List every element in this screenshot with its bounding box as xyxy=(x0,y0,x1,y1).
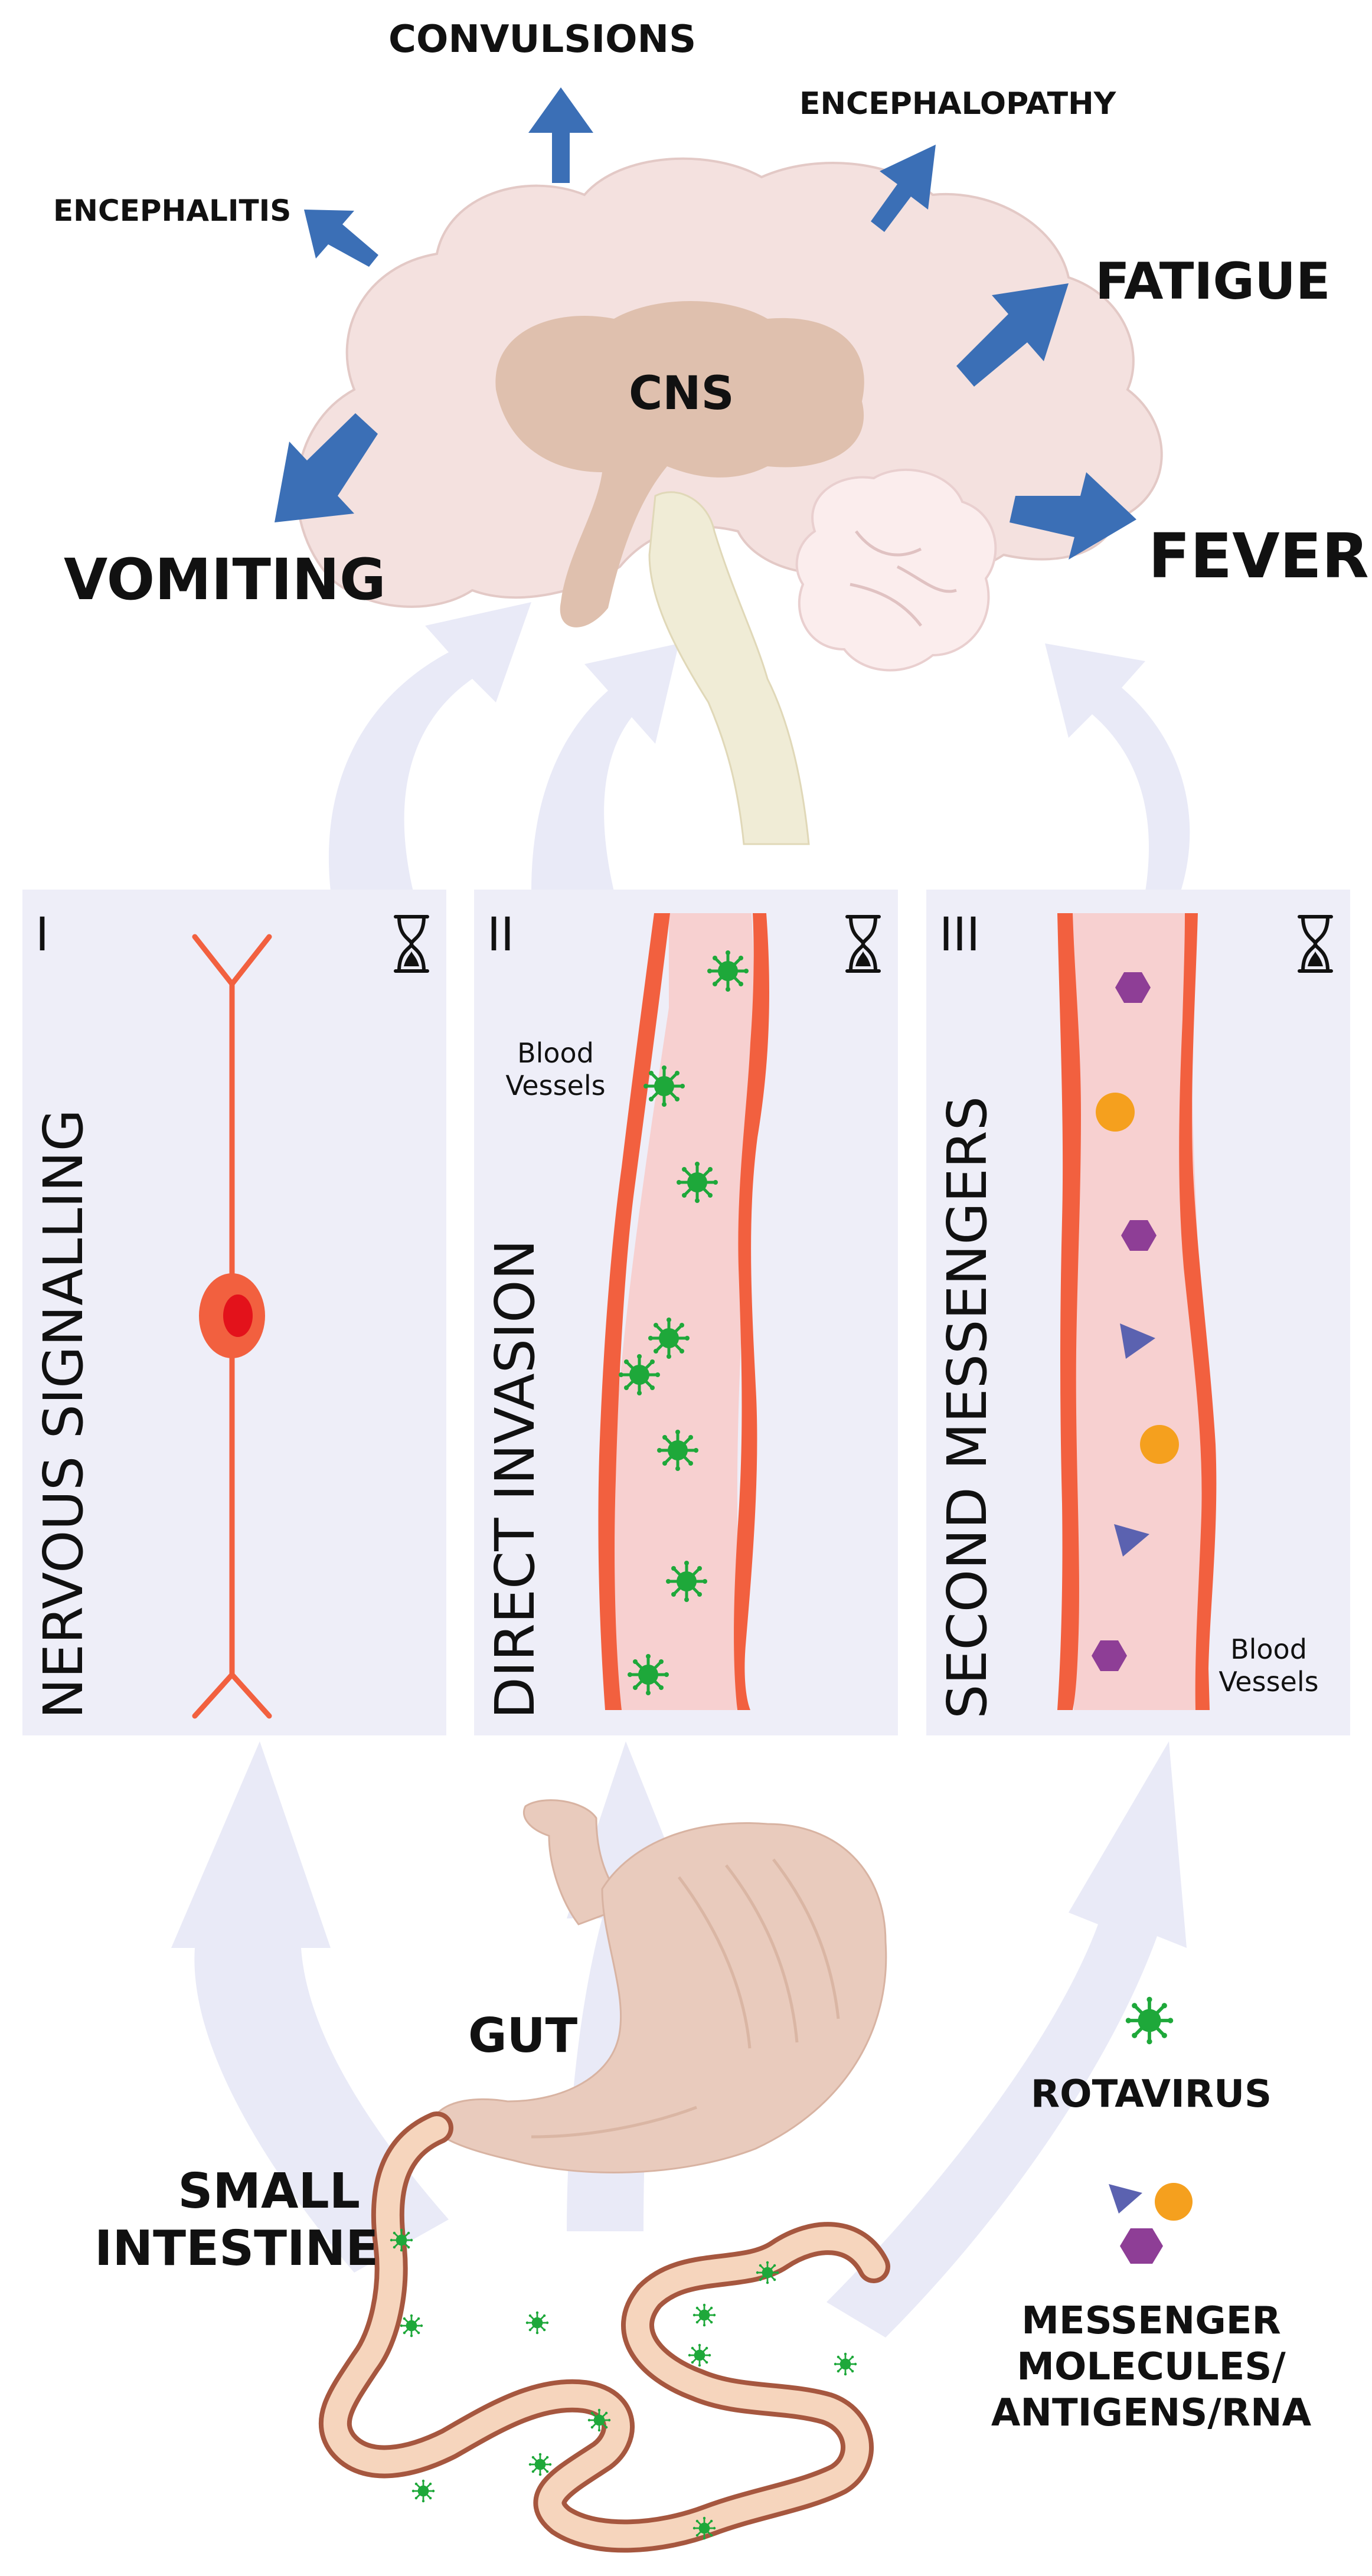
symptom-vomiting: VOMITING xyxy=(64,547,386,613)
symptom-arrows xyxy=(275,87,1136,560)
arrow-convulsions xyxy=(528,87,593,183)
messenger-hexagon xyxy=(1121,1220,1157,1251)
legend-triangle-icon xyxy=(1109,2184,1142,2214)
arrow-encephalopathy xyxy=(871,145,936,232)
panel-numeral: III xyxy=(939,908,981,962)
cns-label: CNS xyxy=(629,367,734,420)
pathway-arrow-gut-nervous xyxy=(171,1741,449,2273)
gut-label: GUT xyxy=(468,2008,578,2063)
panel-direct-invasion: II Blood Vessels DIRECT INVASION xyxy=(474,890,898,1735)
panel-title: NERVOUS SIGNALLING xyxy=(32,1109,95,1719)
messenger-triangle xyxy=(1114,1524,1149,1557)
cerebellum xyxy=(795,469,997,672)
legend-rotavirus-icon xyxy=(1126,1997,1174,2045)
legend-hexagon-icon xyxy=(1120,2228,1163,2264)
legend-circle-icon xyxy=(1155,2183,1193,2221)
pathway-arrow-nervous-up xyxy=(328,602,531,891)
vessel-label: Blood Vessels xyxy=(505,1037,606,1102)
intestine-body xyxy=(323,2116,886,2548)
arrow-vomiting xyxy=(275,413,378,522)
panel-second-messengers: III Blood Vessels SECOND MESSENGERS xyxy=(926,890,1350,1735)
arrow-encephalitis xyxy=(304,210,378,267)
brainstem xyxy=(648,491,810,845)
pathway-arrows-to-brain xyxy=(328,602,1190,891)
messenger-hexagon xyxy=(1092,1640,1127,1671)
stomach xyxy=(430,1822,887,2173)
cerebellum-folds xyxy=(850,530,957,627)
vessel-label: Blood Vessels xyxy=(1219,1633,1319,1698)
symptom-encephalopathy: ENCEPHALOPATHY xyxy=(799,86,1116,122)
small-intestine-label: SMALL INTESTINE xyxy=(94,2163,379,2277)
messenger-triangle xyxy=(1120,1323,1155,1359)
pathway-arrow-gut-messengers xyxy=(827,1741,1187,2338)
panel-title: DIRECT INVASION xyxy=(484,1239,547,1719)
symptom-fever: FEVER xyxy=(1148,520,1369,592)
vessel-wall-left xyxy=(598,913,670,1710)
messenger-circle xyxy=(1096,1093,1135,1132)
panel-title: SECOND MESSENGERS xyxy=(936,1096,999,1719)
legend-rotavirus-label: ROTAVIRUS xyxy=(1030,2072,1272,2116)
vessel-wall-right xyxy=(1179,913,1217,1710)
vessel-wall-right xyxy=(734,913,769,1710)
neuron-illustration xyxy=(192,934,272,1719)
vessel-wall-left xyxy=(1057,913,1081,1710)
stomach-folds xyxy=(531,1858,840,2139)
cns-region xyxy=(495,301,864,627)
panel-numeral: I xyxy=(35,908,50,962)
legend-messengers-label: MESSENGER MOLECULES/ ANTIGENS/RNA xyxy=(991,2299,1312,2436)
neuron-nucleus xyxy=(223,1294,253,1337)
messenger-hexagon xyxy=(1115,972,1151,1003)
arrow-fatigue xyxy=(956,283,1069,387)
blood-vessel-illustration xyxy=(1057,913,1217,1710)
legend-icons xyxy=(1109,1997,1193,2264)
symptom-fatigue: FATIGUE xyxy=(1095,252,1331,311)
pathway-arrow-invasion-up xyxy=(531,643,679,891)
stomach-illustration xyxy=(430,1799,887,2173)
small-intestine-illustration xyxy=(318,2111,890,2553)
symptom-encephalitis: ENCEPHALITIS xyxy=(53,194,292,228)
symptom-convulsions: CONVULSIONS xyxy=(388,18,697,61)
pathway-arrow-messengers-up xyxy=(1045,643,1190,891)
panel-numeral: II xyxy=(487,908,515,962)
vessel-lumen xyxy=(609,913,754,1710)
arrow-fever xyxy=(1010,472,1136,560)
messenger-circle xyxy=(1140,1425,1179,1464)
panel-nervous-signalling: I NERVOUS SIGNALLING xyxy=(22,890,446,1735)
blood-vessel-illustration xyxy=(598,913,769,1710)
brain-illustration xyxy=(296,157,1163,845)
messenger-molecules xyxy=(1092,972,1179,1671)
